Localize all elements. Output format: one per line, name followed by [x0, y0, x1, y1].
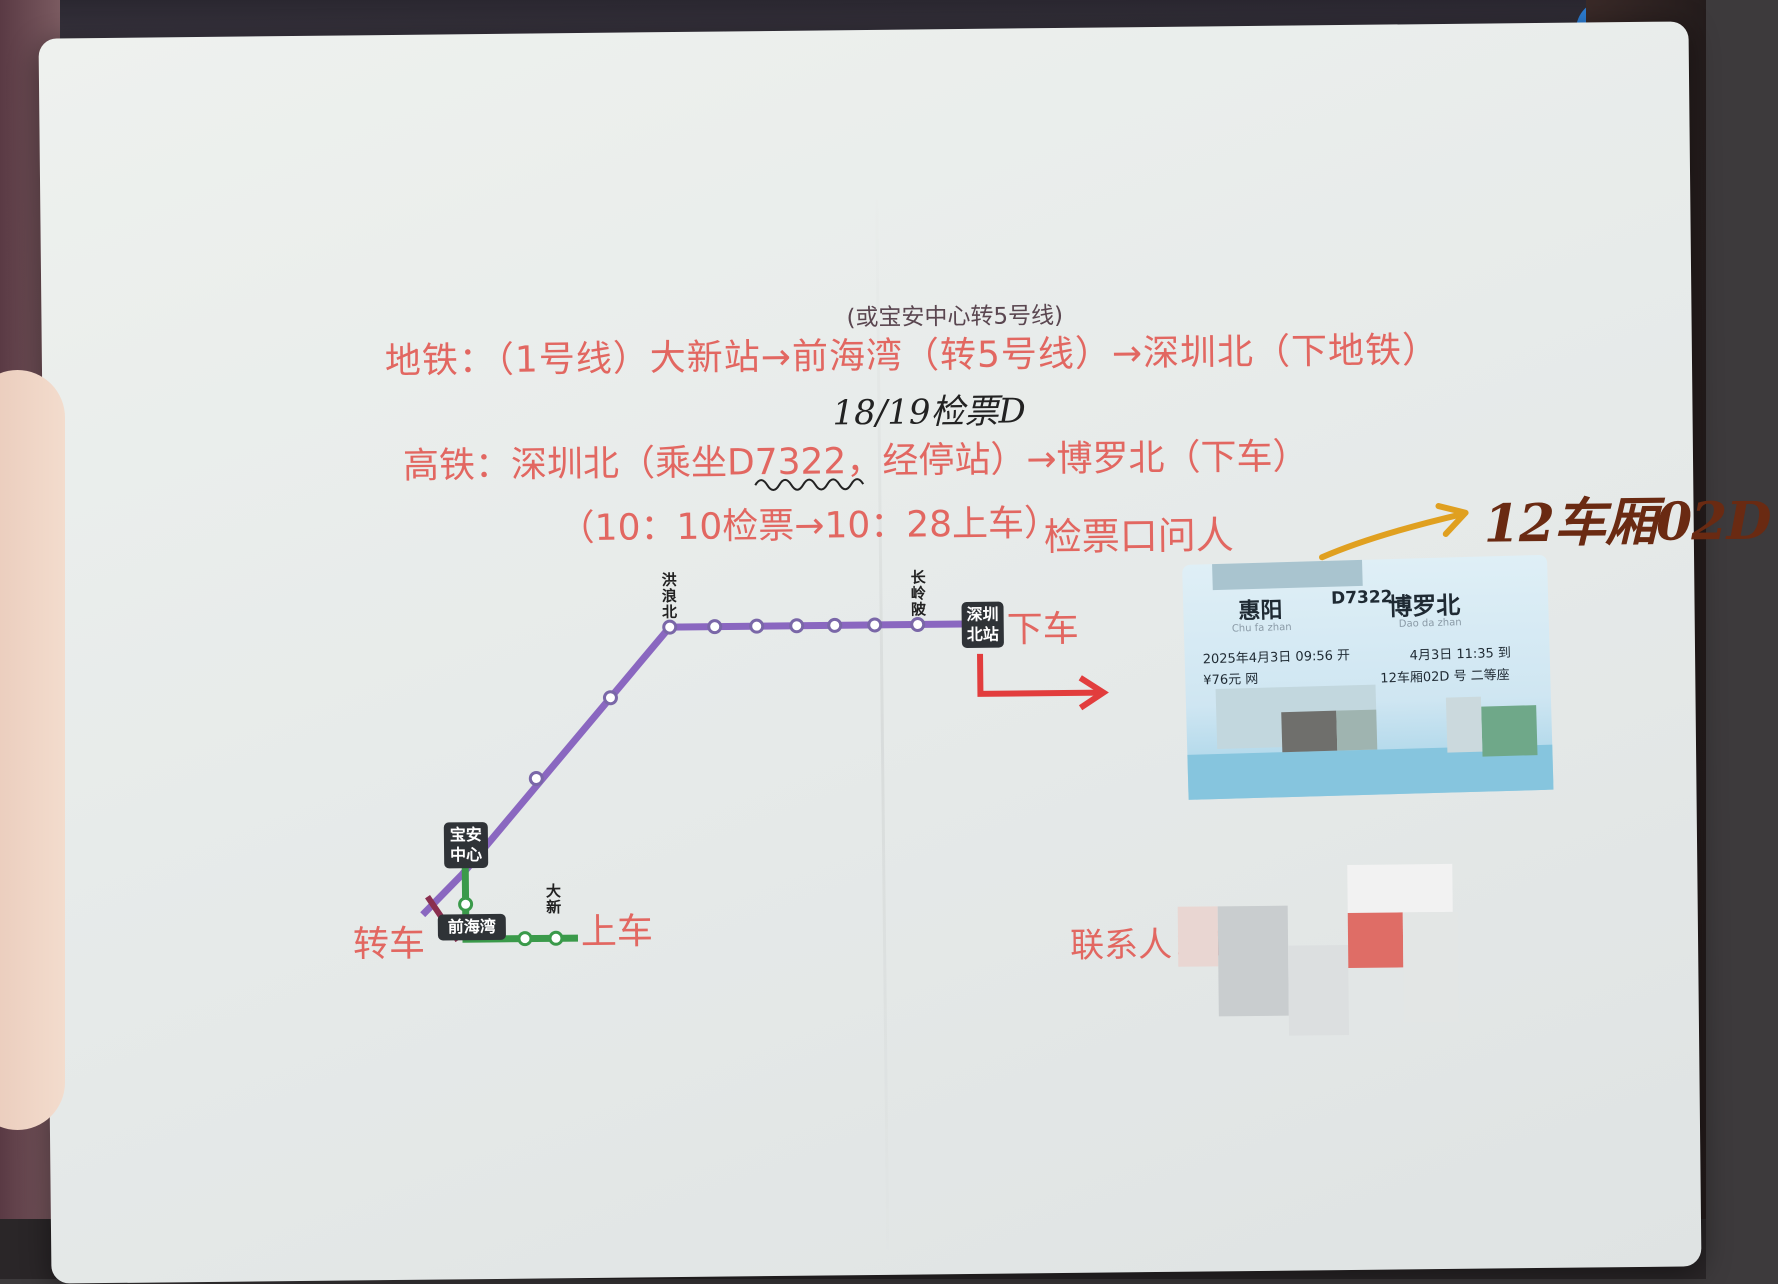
station-label-daxin: 大新 — [545, 882, 562, 917]
handwritten-underline — [754, 478, 865, 491]
redaction-block — [1212, 559, 1363, 591]
station-label-changlingbei: 长岭陂 — [910, 568, 927, 619]
holding-thumb — [0, 370, 65, 1130]
ticket-from-station: 惠阳 — [1238, 598, 1283, 625]
redaction-block — [1336, 709, 1378, 751]
paper-sheet: (或宝安中心转5号线) 地铁：（1号线）大新站→前海湾（转5号线）→深圳北（下地… — [38, 21, 1771, 1284]
redaction-block — [1347, 863, 1453, 914]
station-label-honglangbei: 洪浪北 — [661, 571, 678, 622]
redaction-block — [1445, 696, 1483, 753]
ticket-departure: 2025年4月3日 09:56 开 — [1202, 648, 1351, 668]
redaction-block — [1402, 911, 1459, 1023]
route-map — [420, 616, 1109, 947]
redaction-block — [1217, 905, 1289, 1017]
station-dot — [827, 617, 843, 633]
red-direction-arrow — [977, 653, 1101, 697]
station-dot — [867, 617, 883, 633]
redaction-block — [1281, 710, 1338, 753]
handwritten-seat-note: 12车厢02D — [1483, 490, 1771, 555]
station-box-baoan-center: 宝安中心 — [443, 822, 489, 869]
station-dot — [517, 931, 533, 947]
station-dot — [910, 616, 926, 632]
station-box-qianhaiwan: 前海湾 — [437, 913, 506, 941]
station-dot — [749, 618, 765, 634]
ticket-train-number: D7322 — [1330, 587, 1393, 609]
ticket-to-pinyin: Dao da zhan — [1398, 617, 1462, 630]
ticket-from-pinyin: Chu fa zhan — [1231, 621, 1292, 635]
transfer-label: 转车 — [352, 923, 426, 966]
redaction-block — [1288, 945, 1350, 1036]
station-box-shenzhen-north: 深圳北站 — [961, 601, 1004, 649]
redaction-block — [1481, 705, 1538, 757]
station-dot — [548, 930, 564, 946]
train-ticket-image: 惠阳 Chu fa zhan D7322 博罗北 Dao da zhan 202… — [1182, 554, 1554, 800]
ticket-price: ¥76元 网 — [1203, 671, 1259, 689]
red-arrow-head — [1078, 675, 1109, 711]
redaction-block — [1177, 906, 1219, 967]
station-dot — [662, 619, 678, 635]
alight-label: 下车 — [1006, 608, 1079, 651]
station-dot — [789, 618, 805, 634]
handwritten-arrow — [1319, 503, 1469, 561]
station-dot — [707, 619, 723, 635]
line5-path — [420, 620, 1000, 918]
station-dot — [602, 690, 618, 706]
station-dot — [458, 896, 474, 912]
redaction-block — [1347, 912, 1404, 969]
ticket-seat: 12车厢02D 号 二等座 — [1380, 667, 1510, 687]
board-label: 上车 — [580, 911, 654, 954]
ticket-arrival: 4月3日 11:35 到 — [1409, 645, 1512, 664]
station-dot — [528, 771, 544, 787]
